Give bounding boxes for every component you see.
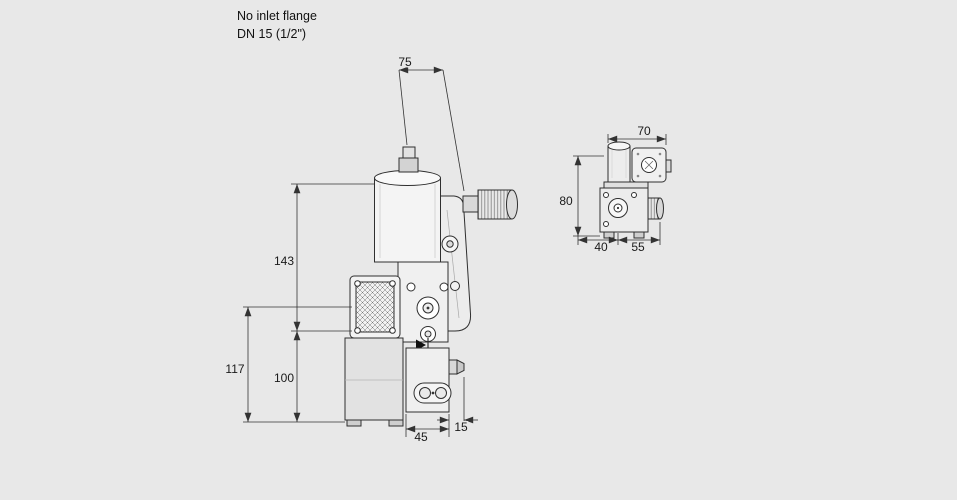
dimension-labels: 75 143 117 100 45 15 70 80 40 55: [224, 54, 653, 446]
dim-15-label: 15: [454, 420, 468, 434]
dim-70: [607, 134, 667, 145]
dim-55: [617, 222, 661, 245]
terminal-box: [631, 147, 672, 183]
side-body: [599, 181, 664, 239]
dim-75: [398, 66, 465, 192]
dim-40-label: 40: [594, 240, 608, 254]
dim-70-label: 70: [637, 124, 651, 138]
dim-15: [437, 377, 478, 431]
title-line1: No inlet flange: [237, 9, 317, 23]
side-view: [599, 141, 672, 239]
dim-143: [291, 183, 374, 332]
dim-45-label: 45: [414, 430, 428, 444]
test-nipple: [448, 359, 465, 375]
bottom-ports: [413, 382, 452, 404]
lower-housing: [344, 337, 450, 427]
dimension-annotations: [243, 66, 667, 437]
solenoid-coil: [607, 141, 631, 183]
regulator-knob: [462, 189, 518, 220]
dim-75-label: 75: [398, 55, 412, 69]
main-valve-front-view: [344, 146, 518, 427]
dim-143-label: 143: [274, 254, 294, 268]
actuator-cylinder: [374, 170, 441, 263]
drawing-title: No inlet flange DN 15 (1/2"): [237, 7, 317, 43]
dim-100-label: 100: [274, 371, 294, 385]
dim-80: [573, 155, 604, 237]
dim-80-label: 80: [559, 194, 573, 208]
dim-117-label: 117: [225, 362, 244, 376]
dim-45: [405, 414, 450, 437]
inlet-flange-mesh: [349, 275, 401, 339]
title-line2: DN 15 (1/2"): [237, 27, 307, 42]
dim-55-label: 55: [631, 240, 645, 254]
dim-117: [243, 306, 352, 423]
top-stem: [398, 146, 419, 173]
valve-body: [397, 261, 449, 343]
